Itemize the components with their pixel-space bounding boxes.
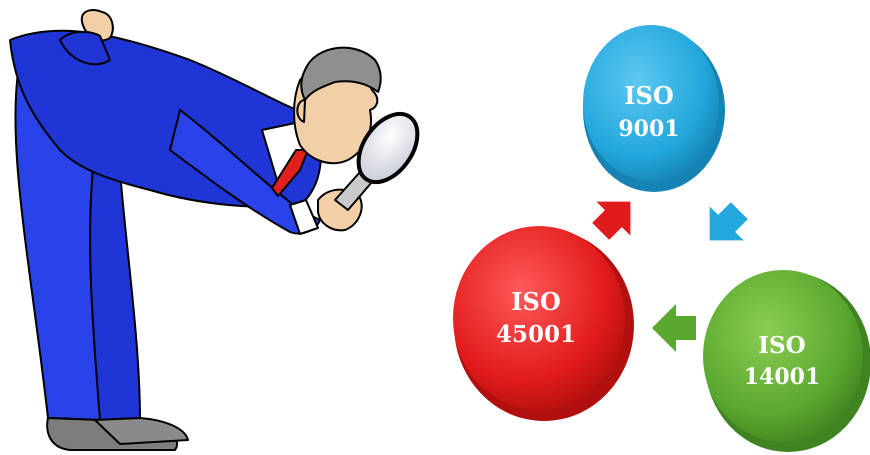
arrow-45001-to-9001 <box>592 201 631 240</box>
disc-iso-45001: ISO 45001 <box>453 226 634 421</box>
sleeve-up <box>59 30 111 66</box>
magnifier-lens <box>356 111 420 185</box>
disc-9001-line2: 9001 <box>618 116 679 142</box>
cuff <box>289 199 319 235</box>
arrow-9001-to-14001 <box>709 202 748 241</box>
disc-45001-line1: ISO <box>511 287 560 316</box>
iso-cycle-diagram: ISO 9001 ISO 14001 ISO 45001 <box>453 25 870 452</box>
hair <box>300 46 382 101</box>
disc-45001-line2: 45001 <box>496 321 576 348</box>
disc-9001-line1: ISO <box>624 81 673 110</box>
man-illustration <box>9 9 420 451</box>
arrow-up-right-icon <box>592 201 631 240</box>
disc-iso-9001: ISO 9001 <box>583 25 725 192</box>
shoe-back <box>94 417 189 445</box>
arrow-left-icon <box>652 304 696 352</box>
ear <box>296 99 306 123</box>
disc-iso-14001: ISO 14001 <box>703 270 870 452</box>
arrow-down-right-icon <box>709 202 748 241</box>
disc-14001-line1: ISO <box>758 332 805 359</box>
arrow-14001-to-45001 <box>652 304 696 352</box>
disc-14001-line2: 14001 <box>744 364 821 390</box>
